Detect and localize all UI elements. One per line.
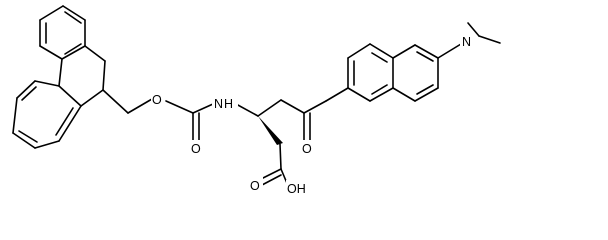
atom-label-amide-nh: N H: [212, 95, 238, 112]
atom-label-dimethylamino-nitrogen: N: [460, 33, 475, 51]
fluorene-ring-system: [12, 5, 153, 149]
wedge-bond: [258, 116, 283, 145]
atom-label-ketone-oxygen: O: [299, 140, 314, 157]
svg-text:O: O: [191, 142, 201, 156]
svg-text:N: N: [462, 35, 471, 49]
amino-acid-backbone: [235, 99, 327, 189]
svg-text:OH: OH: [287, 182, 306, 196]
svg-text:O: O: [302, 142, 312, 156]
svg-text:O: O: [152, 93, 162, 107]
svg-text:H: H: [224, 97, 233, 111]
atom-label-ether-oxygen: O: [151, 91, 165, 107]
naphthalene-ring-system: [325, 22, 501, 102]
svg-text:O: O: [250, 179, 260, 193]
atom-label-carbamate-oxygen: O: [189, 140, 203, 157]
chemical-structure: O O N H O O OH N: [12, 5, 501, 197]
atom-label-acid-oxygen: O: [248, 177, 263, 194]
carbamate-group: [165, 100, 214, 141]
svg-text:N: N: [214, 97, 223, 111]
atom-label-acid-hydroxyl: OH: [286, 180, 314, 197]
